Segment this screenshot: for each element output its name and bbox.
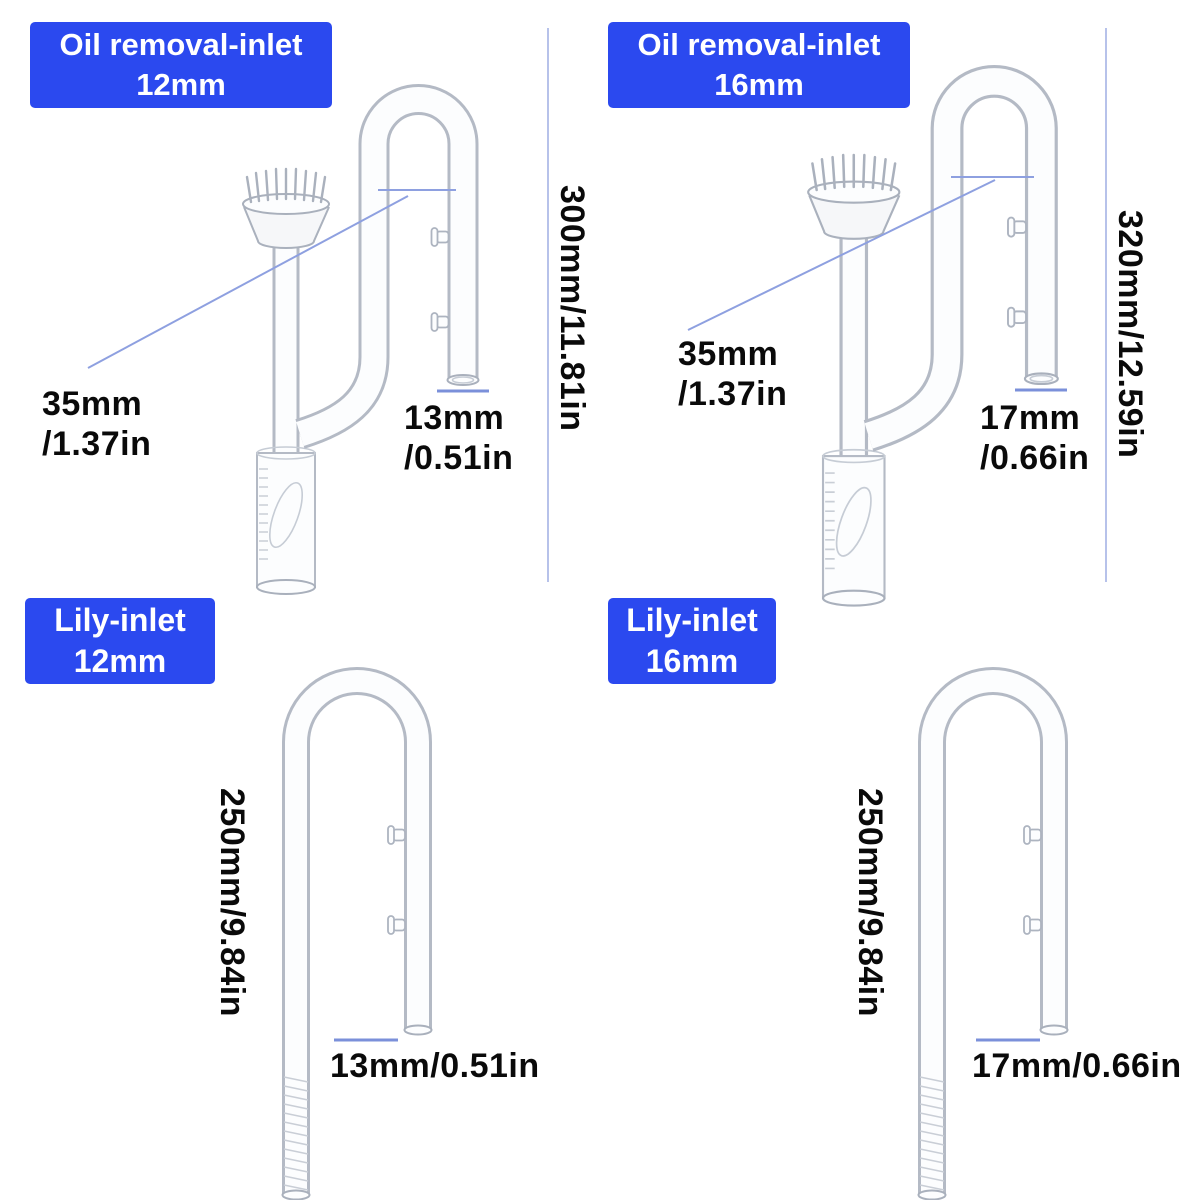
lily16-height-label: 250mm/9.84in [851,788,890,1018]
oil16-cup-pointer-line [687,179,996,331]
badge-line1: Lily-inlet [626,602,758,639]
oil12-outlet-label: 13mm /0.51in [404,399,514,478]
lily12-outlet-label: 13mm/0.51in [330,1047,540,1085]
badge-line1: Oil removal-inlet [637,27,881,63]
badge-line2: 12mm [73,643,167,679]
badge-lily-inlet-16mm: Lily-inlet 16mm [608,598,776,684]
oil12-cup-width-label: 35mm /1.37in [42,385,152,464]
oil16-cup-width-label: 35mm /1.37in [678,335,788,414]
badge-oil-removal-inlet-16mm: Oil removal-inlet 16mm [608,22,910,108]
lily12-height-label: 250mm/9.84in [213,788,252,1018]
oil16-height-label: 320mm/12.59in [1111,210,1150,459]
badge-lily-inlet-12mm: Lily-inlet 12mm [25,598,215,684]
badge-line2: 12mm [136,67,226,102]
oil12-cup-pointer-line [87,195,409,369]
oil16-outlet-label: 17mm /0.66in [980,399,1090,478]
badge-oil-removal-inlet-12mm: Oil removal-inlet 12mm [30,22,332,108]
badge-line2: 16mm [714,67,804,102]
oil-removal-inlet-16mm-image [808,81,1058,605]
badge-line1: Lily-inlet [54,602,186,639]
oil-removal-inlet-12mm-image [243,100,479,595]
badge-line2: 16mm [645,643,739,679]
lily16-outlet-label: 17mm/0.66in [972,1047,1182,1085]
badge-line1: Oil removal-inlet [59,27,303,63]
oil12-height-label: 300mm/11.81in [553,185,592,432]
lily-inlet-16mm-image [919,681,1068,1199]
lily-inlet-12mm-image [283,681,432,1199]
